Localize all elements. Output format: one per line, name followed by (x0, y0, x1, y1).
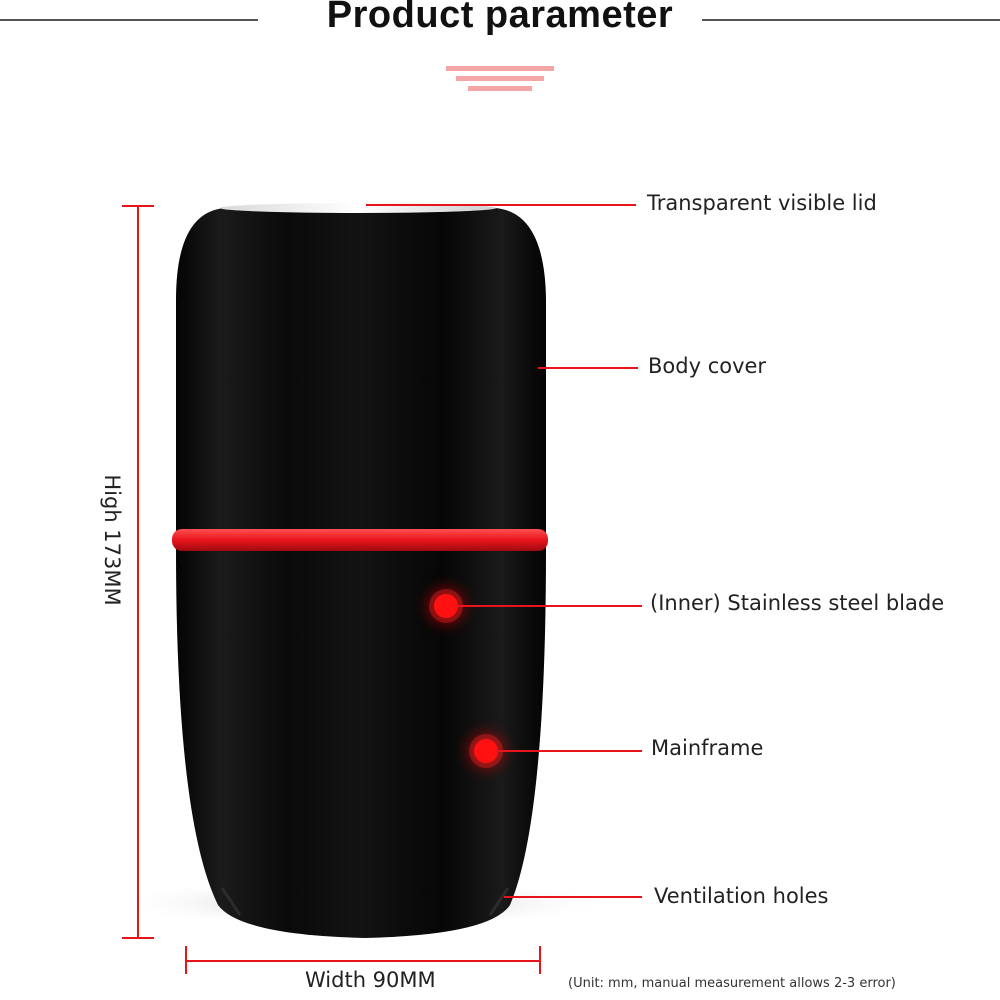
callout-line-blade (456, 605, 642, 607)
page-title: Product parameter (326, 0, 674, 36)
width-dimension-line (185, 960, 541, 962)
callout-line-body-cover (538, 367, 638, 369)
callout-label-blade: (Inner) Stainless steel blade (650, 591, 945, 615)
ventilation-holes (220, 887, 510, 916)
decorative-stripe-1 (446, 66, 554, 71)
decorative-stripe-3 (468, 86, 532, 91)
title-divider-right (702, 19, 1000, 21)
width-dimension-cap-right (539, 946, 541, 974)
height-label: High 173MM (100, 474, 124, 606)
blade-marker-dot (434, 594, 458, 618)
callout-line-ventilation (504, 896, 642, 898)
decorative-stripe-2 (456, 76, 544, 81)
callout-label-ventilation: Ventilation holes (654, 884, 829, 908)
callout-label-mainframe: Mainframe (651, 736, 764, 760)
width-dimension-cap-left (185, 946, 187, 974)
height-dimension-line (137, 205, 139, 938)
red-band (172, 529, 548, 551)
callout-line-lid (366, 204, 636, 206)
height-dimension-cap-bottom (122, 937, 154, 939)
callout-label-lid: Transparent visible lid (647, 191, 877, 215)
callout-label-body-cover: Body cover (648, 354, 767, 378)
grinder-body (176, 208, 546, 938)
width-label: Width 90MM (305, 968, 436, 992)
measurement-note: (Unit: mm, manual measurement allows 2-3… (568, 976, 896, 991)
mainframe-marker-dot (474, 739, 498, 763)
title-divider-left (0, 19, 258, 21)
callout-line-mainframe (496, 750, 642, 752)
height-dimension-cap-top (122, 205, 154, 207)
